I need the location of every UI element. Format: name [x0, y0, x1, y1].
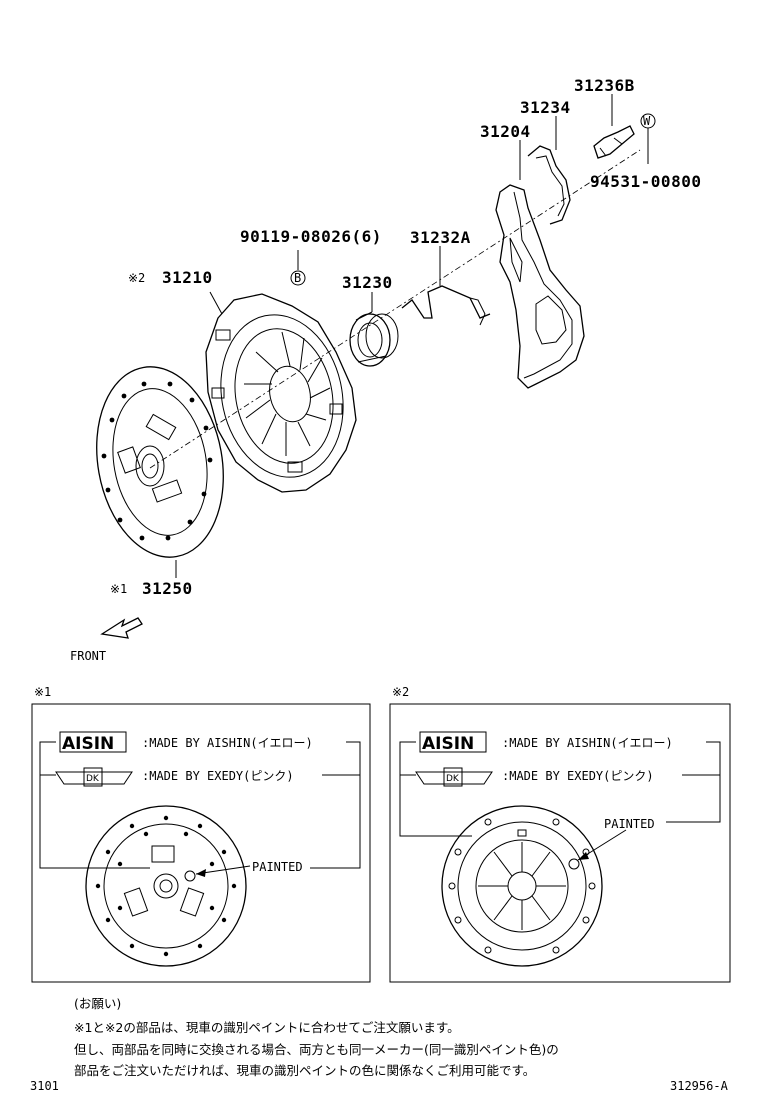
detail1-exedy-logo: DK — [55, 767, 133, 787]
clip-spring-drawing — [401, 285, 491, 326]
fork-spring-drawing — [527, 145, 571, 225]
facing-rivets — [101, 381, 213, 541]
detail2-aisin-text: :MADE BY AISHIN(イエロー) — [502, 736, 673, 750]
detail2-cover-drawing — [441, 805, 627, 967]
part-number-31236b: 31236B — [574, 76, 635, 95]
part-number-31250: 31250 — [142, 579, 193, 598]
detail2-painted-label: PAINTED — [604, 817, 655, 831]
detail2-bracket-lines — [399, 741, 721, 837]
part-number-31210: 31210 — [162, 268, 213, 287]
svg-text:W: W — [643, 114, 651, 128]
detail2-exedy-text: :MADE BY EXEDY(ピンク) — [502, 769, 654, 783]
clutch-cover-drawing — [205, 293, 357, 493]
note-mark-1: ※1 — [110, 582, 127, 596]
svg-text:DK: DK — [446, 774, 460, 784]
detail1-aisin-logo: AISIN — [59, 731, 127, 754]
fork-pivot-drawing — [593, 125, 635, 159]
notes-heading: (お願い) — [74, 996, 121, 1011]
footer-figure-id: 312956-A — [670, 1079, 729, 1093]
detail2-holes — [448, 818, 596, 954]
release-bearing-drawing — [349, 311, 399, 367]
detail1-painted-label: PAINTED — [252, 860, 303, 874]
release-fork-drawing — [495, 184, 585, 389]
detail2-box — [389, 703, 731, 983]
detail1-disc-drawing — [85, 805, 251, 967]
leader-lines — [175, 94, 649, 578]
svg-text:AISIN: AISIN — [422, 734, 474, 754]
front-arrow-icon — [100, 617, 143, 639]
detail1-aisin-text: :MADE BY AISHIN(イエロー) — [142, 736, 313, 750]
svg-text:DK: DK — [86, 774, 100, 784]
footer-page-code: 3101 — [30, 1079, 59, 1093]
detail2-fingers — [478, 842, 566, 930]
front-label: FRONT — [70, 649, 106, 663]
part-number-94531-00800: 94531-00800 — [590, 172, 701, 191]
detail1-exedy-text: :MADE BY EXEDY(ピンク) — [142, 769, 294, 783]
part-number-90119-08026: 90119-08026(6) — [240, 227, 382, 246]
detail2-aisin-logo: AISIN — [419, 731, 487, 754]
notes-line-2: 但し、両部品を同時に交換される場合、両方とも同一メーカー(同一識別ペイント色)の — [74, 1042, 559, 1057]
detail1-bracket-lines — [39, 741, 361, 869]
detail2-exedy-logo: DK — [415, 767, 493, 787]
note-mark-2: ※2 — [128, 271, 145, 285]
part-number-31234: 31234 — [520, 98, 571, 117]
diaphragm-fingers — [244, 331, 331, 456]
detail1-title: ※1 — [34, 685, 51, 699]
circle-w-mark: W — [640, 113, 656, 129]
detail1-box — [31, 703, 371, 983]
detail2-title: ※2 — [392, 685, 409, 699]
clutch-disc-drawing — [96, 366, 224, 558]
detail1-rivets — [95, 815, 237, 957]
part-number-31230: 31230 — [342, 273, 393, 292]
notes-line-3: 部品をご注文いただければ、現車の識別ペイントの色に関係なくご利用可能です。 — [74, 1063, 535, 1078]
circle-b-mark: B — [290, 270, 306, 286]
svg-text:B: B — [294, 271, 301, 285]
part-number-31232a: 31232A — [410, 228, 471, 247]
svg-text:AISIN: AISIN — [62, 734, 114, 754]
assembly-axis — [149, 149, 641, 469]
part-number-31204: 31204 — [480, 122, 531, 141]
notes-line-1: ※1と※2の部品は、現車の識別ペイントに合わせてご注文願います。 — [74, 1020, 460, 1035]
